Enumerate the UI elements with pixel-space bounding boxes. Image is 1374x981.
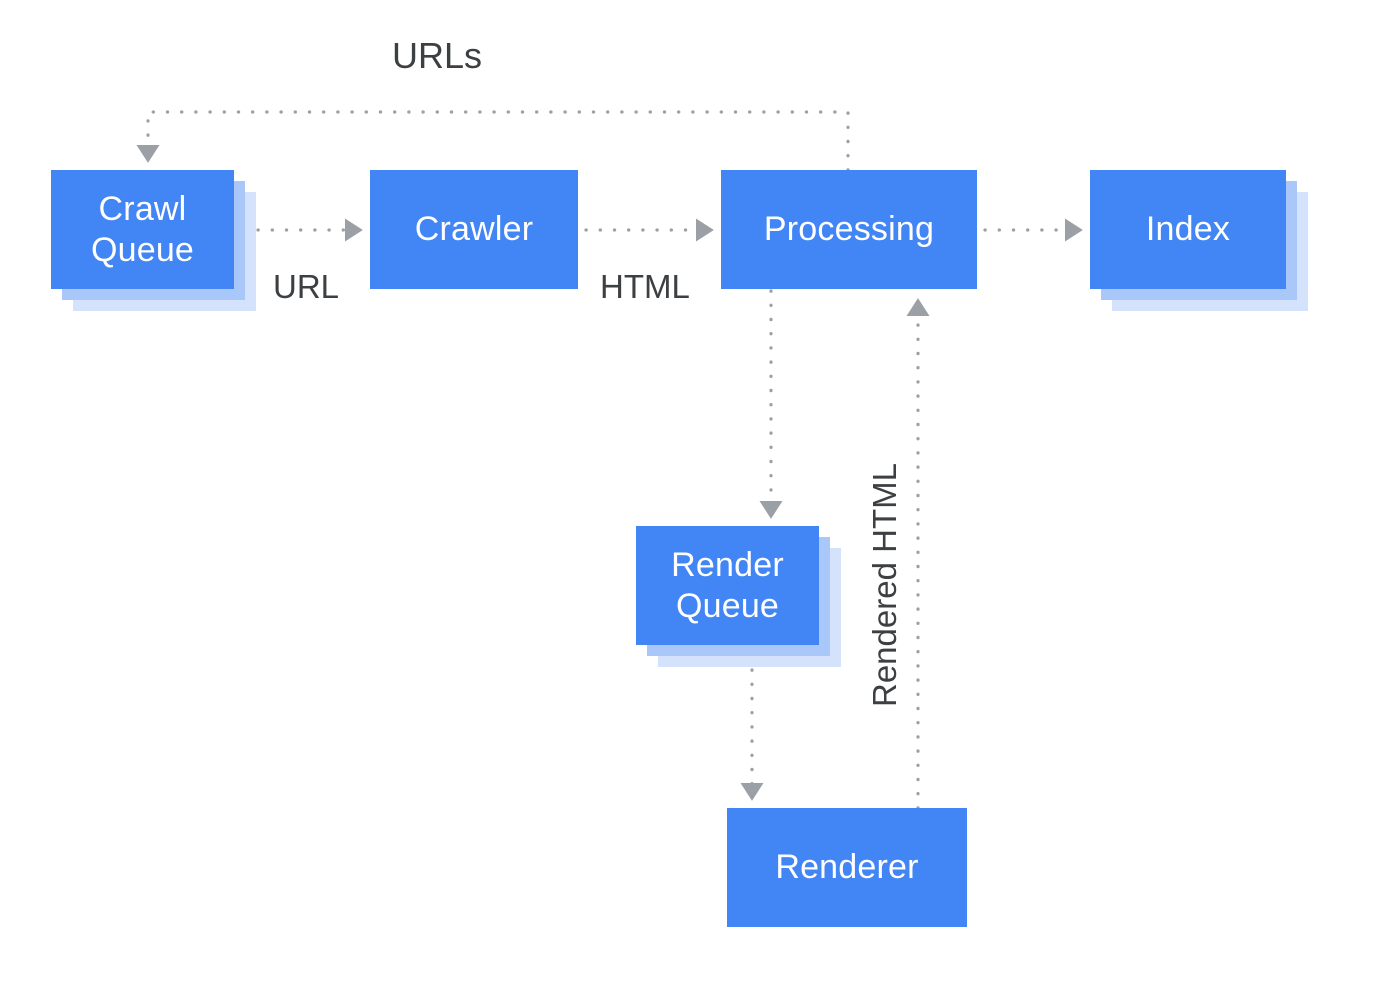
node-face: Render Queue [636,526,819,645]
node-processing[interactable]: Processing [721,170,977,289]
node-index[interactable]: Index [1090,170,1308,311]
node-label: Renderer [775,848,919,887]
edge-label-html: HTML [600,268,690,305]
node-label: Processing [763,210,935,249]
node-face: Crawl Queue [51,170,234,289]
node-face: Processing [721,170,977,289]
node-crawler[interactable]: Crawler [370,170,578,289]
node-face: Crawler [370,170,578,289]
node-label: Render Queue [671,546,784,625]
edge-processing-to-crawl-queue [136,110,850,172]
node-label: Index [1145,210,1231,249]
node-render-queue[interactable]: Render Queue [636,526,841,667]
node-face: Index [1090,170,1286,289]
node-renderer[interactable]: Renderer [727,808,967,927]
node-label: Crawl Queue [90,190,195,269]
node-label: Crawler [414,210,534,249]
node-face: Renderer [727,808,967,927]
edge-label-rendered-html: Rendered HTML [866,463,903,707]
edge-label-urls: URLs [392,35,483,76]
node-crawl-queue[interactable]: Crawl Queue [51,170,256,311]
edge-label-url: URL [273,268,340,305]
